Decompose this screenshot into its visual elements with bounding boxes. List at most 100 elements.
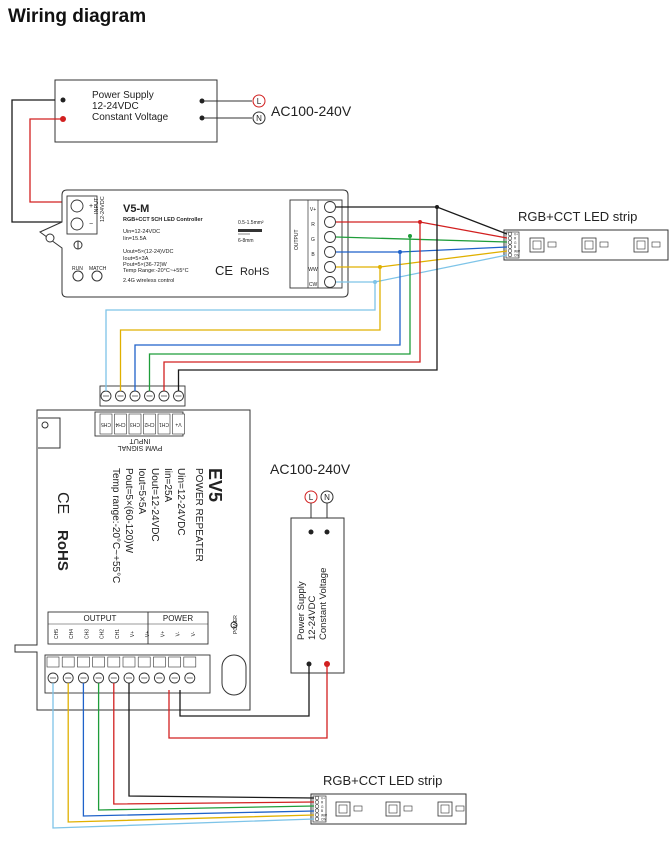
repeater-input-pin-label: CH4 — [115, 421, 125, 427]
wire-strip-top-green — [335, 236, 508, 243]
repeater-output-cell — [183, 656, 197, 668]
power-supply-top: Power Supply 12-24VDC Constant Voltage — [54, 79, 218, 143]
wire-psu2-black — [179, 666, 310, 717]
repeater-output-cell — [107, 656, 121, 668]
repeater-output-pin-label: V+ — [130, 631, 136, 637]
wire-strip-top-ww — [336, 250, 508, 268]
controller-subtitle: RGB+CCT 5CH LED Controller — [123, 217, 203, 223]
repeater-spec-line: Iin=25A — [162, 468, 173, 503]
resistor — [651, 241, 661, 248]
repeater-output-pin-label: CH4 — [69, 629, 75, 639]
match-label: MATCH — [89, 266, 107, 272]
controller-output-terminal — [324, 216, 336, 228]
strip-pin — [507, 236, 513, 241]
wire-spec: 0.5-1.5mm² — [238, 220, 264, 226]
strip-pin-label: CW — [514, 254, 519, 258]
repeater-input-cell — [172, 413, 185, 435]
strip-pin-label: V+ — [514, 233, 518, 237]
repeater-output-pin-label: CH2 — [100, 629, 106, 639]
strip-pin — [314, 795, 320, 801]
repeater-spec-line: Pout=5×(60-120)W — [123, 468, 134, 554]
repeater-spec-line: Uout=12-24VDC — [149, 468, 160, 542]
ac-neutral-label: N — [256, 114, 262, 123]
repeater-output-cell — [92, 656, 105, 668]
led-chip-inner — [532, 240, 542, 250]
resistor — [403, 805, 413, 812]
repeater-power-pin-label: V- — [176, 631, 182, 636]
wire-repeater-ch5 — [105, 282, 376, 391]
wire-junction — [408, 234, 412, 238]
repeater-output-cell — [46, 656, 60, 668]
strip-pin-label: G — [321, 805, 324, 809]
controller-output-pin-label: V+ — [310, 207, 316, 213]
wire-repeater-ch4 — [119, 267, 381, 391]
controller-output-pin-label: CW — [309, 282, 318, 288]
repeater-output-cell — [122, 656, 136, 668]
page-title: Wiring diagram — [8, 6, 146, 27]
svg-text:−: − — [89, 221, 93, 228]
repeater-input-label2: PWM SIGNAL — [118, 444, 163, 451]
strip-pin — [314, 816, 320, 822]
repeater-input-cell — [143, 413, 156, 435]
controller-output-terminal — [324, 261, 336, 273]
svg-text:+: + — [89, 203, 93, 210]
wire-repeater-ch3 — [134, 252, 401, 391]
led-chip-inner — [636, 240, 646, 250]
repeater-ce-mark: CE — [54, 492, 71, 514]
controller-output-terminal — [324, 246, 336, 258]
strip-pin-label: R — [321, 801, 324, 805]
controller-spec-line: Uin=12-24VDC — [123, 229, 160, 235]
strip-pin — [507, 244, 513, 249]
repeater-output-label: OUTPUT — [84, 614, 117, 623]
repeater-input-pin-label: CH2 — [144, 421, 154, 427]
controller-ce-mark: CE — [215, 263, 233, 278]
repeater-specs: Uin=12-24VDCIin=25AUout=12-24VDCIout=5×5… — [110, 468, 186, 583]
wire-strip-top-cw — [336, 254, 508, 283]
ac-input-bottom: AC100-240V L N — [270, 461, 351, 530]
controller-output-terminal — [324, 231, 336, 243]
wire-repeater-vplus — [177, 207, 438, 391]
wire-junction — [373, 280, 377, 284]
wire-strip-bottom-ww — [67, 683, 315, 823]
power-supply2-line1: Power Supply — [296, 581, 307, 640]
wire-strip-bottom-vplus — [128, 683, 315, 799]
wire-junction — [378, 265, 382, 269]
resistor — [353, 805, 363, 812]
strip-bottom-label: RGB+CCT LED strip — [323, 773, 442, 788]
resistor — [599, 241, 609, 248]
led-chip-inner — [584, 240, 594, 250]
strip-pin — [314, 804, 320, 809]
repeater-output-cell — [137, 656, 151, 668]
controller-output-terminal — [324, 201, 336, 213]
wire-psu2-red — [168, 666, 328, 739]
repeater-input-cell — [114, 413, 127, 435]
power-supply-line2: 12-24VDC — [92, 101, 139, 112]
signal-wires — [52, 205, 508, 829]
strip-pin — [507, 231, 513, 237]
repeater-power-pin-label: V+ — [160, 631, 166, 637]
repeater-input-cell — [157, 413, 171, 435]
ac-input-label: AC100-240V — [271, 103, 352, 119]
repeater-output-pin-label: CH3 — [84, 629, 90, 639]
controller-specs: Uin=12-24VDCIin=15.5AUout=5×(12-24)VDCIo… — [123, 229, 189, 284]
strip-top-leds — [529, 237, 661, 253]
run-label: RUN — [72, 266, 83, 272]
repeater-output-pin-label: CH1 — [115, 629, 121, 639]
wire-strip-bottom-cw — [52, 683, 315, 829]
strip-pin — [314, 800, 320, 805]
strip-length: 6-8mm — [238, 238, 254, 244]
repeater-input-pin-label: CH3 — [130, 421, 140, 427]
repeater-output-terminals — [46, 656, 197, 684]
strip-pin-label: WW — [321, 813, 327, 817]
led-chip-inner — [338, 804, 348, 814]
repeater-power-pin-label: V- — [191, 631, 197, 636]
power-supply-bottom: Power Supply 12-24VDC Constant Voltage — [290, 517, 345, 674]
controller-output-pin-label: WW — [308, 267, 318, 273]
ac-input2-label: AC100-240V — [270, 461, 351, 477]
controller-spec-line: Uout=5×(12-24)VDC — [123, 249, 173, 255]
